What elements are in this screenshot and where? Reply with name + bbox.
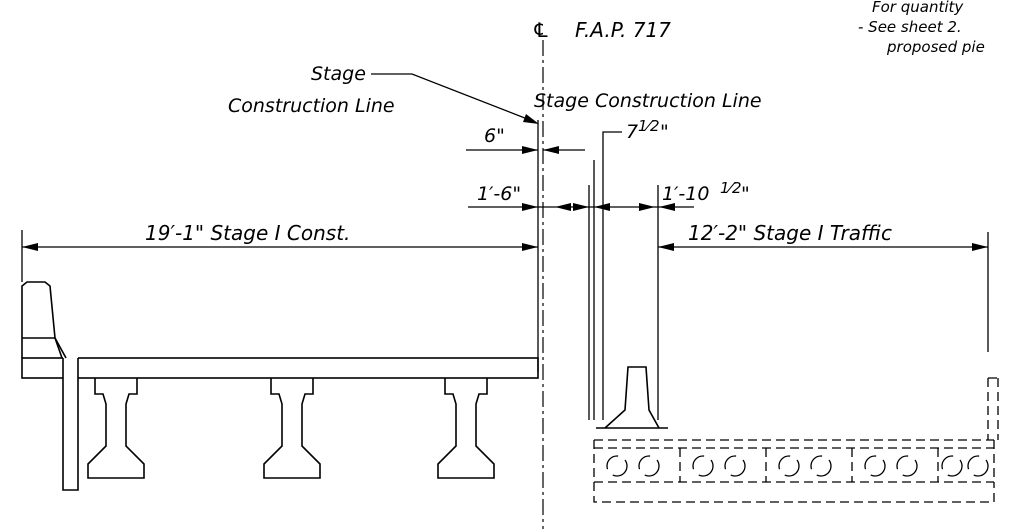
proposed-parapet: [987, 377, 999, 440]
notes-block: For quantity - See sheet 2. proposed pie: [858, 0, 985, 56]
dim-1-10half-main: 1′-10: [662, 183, 709, 205]
dim-1-10half-unit: ": [741, 183, 750, 205]
dimension-chain-row: 1′-6" 1′-10 1⁄2 ": [468, 179, 750, 211]
centerline-symbol: ℄: [532, 18, 550, 42]
proposed-section-right: [593, 366, 999, 503]
note-line-1: For quantity: [872, 0, 964, 16]
note-line-3: proposed pie: [886, 38, 985, 56]
bridge-cross-section-left: [21, 281, 539, 491]
dim-7half-unit: ": [660, 121, 669, 143]
stage-line-leader: [371, 73, 536, 123]
parapet: [21, 281, 56, 358]
centerline-label: F.A.P. 717: [575, 18, 671, 42]
dim-1-10half-frac: 1⁄2: [720, 179, 742, 197]
dim-7half-frac: 1⁄2: [638, 117, 660, 135]
leader-arrowhead: [523, 114, 539, 124]
stage-line-label-right: Stage Construction Line: [534, 90, 762, 112]
edge-post: [62, 358, 79, 491]
dim-6-label: 6": [484, 125, 505, 147]
dimension-stage1-traffic: 12′-2" Stage I Traffic: [658, 221, 989, 352]
girder-1: [87, 378, 145, 479]
dim-7half-main: 7: [626, 121, 638, 143]
stage-line-label-left-2: Construction Line: [228, 95, 395, 117]
dim-stage1-const-label: 19′-1" Stage I Const.: [145, 221, 350, 245]
girder-3: [437, 378, 495, 479]
dimension-6in: 6": [466, 125, 585, 154]
temporary-barrier: [604, 366, 660, 429]
note-line-2: - See sheet 2.: [858, 18, 962, 36]
deck-slab: [21, 357, 539, 379]
dim-stage1-traffic-label: 12′-2" Stage I Traffic: [688, 221, 892, 245]
beam-voids: [606, 455, 989, 477]
dim-1-6-label: 1′-6": [477, 183, 521, 205]
dimension-stage1-const: 19′-1" Stage I Const.: [21, 221, 538, 282]
stage-line-label-left-1: Stage: [311, 63, 366, 85]
girder-2: [263, 378, 321, 479]
dimension-7half-in: 7 1⁄2 ": [602, 117, 669, 420]
